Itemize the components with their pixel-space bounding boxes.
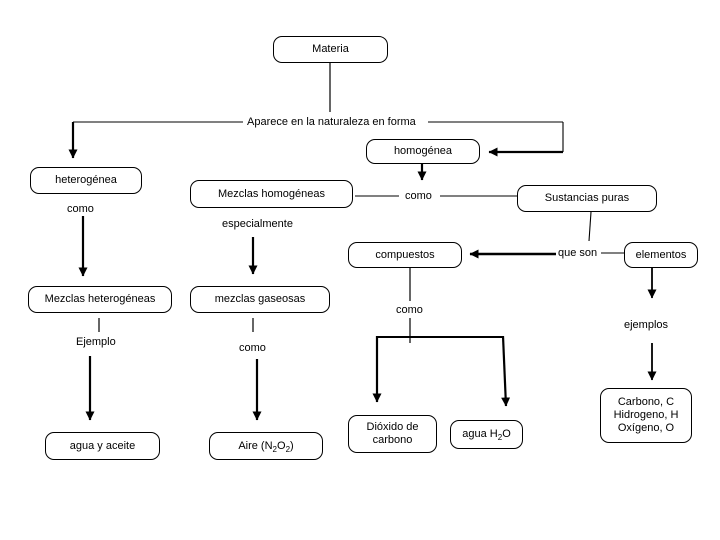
node-mezclas-gaseosas-label: mezclas gaseosas — [214, 293, 306, 305]
node-homogenea: homogénea — [366, 139, 480, 164]
node-mezclas-homogeneas: Mezclas homogéneas — [190, 180, 353, 208]
node-mezclas-gaseosas: mezclas gaseosas — [190, 286, 330, 313]
node-agua-y-aceite: agua y aceite — [45, 432, 160, 460]
edge-label-como-heterogenea: como — [67, 203, 94, 215]
node-mezclas-homogeneas-label: Mezclas homogéneas — [217, 187, 325, 200]
edge-bracket-to-agua-h2o — [501, 335, 511, 407]
edge-label-como-compuestos: como — [396, 304, 423, 316]
node-heterogenea: heterogénea — [30, 167, 142, 194]
node-compuestos: compuestos — [348, 242, 462, 268]
node-homogenea-label: homogénea — [393, 145, 453, 157]
edge-sustancias-to-queson — [588, 211, 592, 242]
node-agua-h2o-label: agua H2O — [462, 428, 511, 443]
node-materia-label: Materia — [312, 43, 349, 55]
node-dioxido-de-carbono-label: Dióxido de carbono — [366, 421, 419, 446]
node-aire-label: Aire (N2O2) — [238, 439, 294, 454]
edge-label-ejemplo: Ejemplo — [76, 336, 116, 348]
node-heterogenea-label: heterogénea — [55, 174, 117, 186]
edge-label-como-homogenea: como — [405, 190, 432, 202]
node-elementos: elementos — [624, 242, 698, 268]
node-sustancias-puras: Sustancias puras — [517, 185, 657, 212]
node-ejemplos-de-elementos-label: Carbono, C Hidrogeno, H Oxígeno, O — [613, 396, 679, 434]
node-mezclas-heterogeneas-label: Mezclas heterogéneas — [44, 293, 156, 305]
edge-label-que-son: que son — [558, 247, 598, 259]
node-agua-h2o: agua H2O — [450, 420, 523, 449]
node-mezclas-heterogeneas: Mezclas heterogéneas — [28, 286, 172, 313]
node-elementos-label: elementos — [635, 248, 687, 261]
node-sustancias-puras-label: Sustancias puras — [544, 192, 630, 204]
node-aire: Aire (N2O2) — [209, 432, 323, 460]
edge-label-ejemplos: ejemplos — [624, 319, 669, 331]
node-agua-y-aceite-label: agua y aceite — [69, 439, 136, 452]
edge-label-aparece: Aparece en la naturaleza en forma — [247, 116, 416, 128]
node-materia: Materia — [273, 36, 388, 63]
node-dioxido-de-carbono: Dióxido de carbono — [348, 415, 437, 453]
node-ejemplos-de-elementos: Carbono, C Hidrogeno, H Oxígeno, O — [600, 388, 692, 443]
edge-label-como-gaseosas: como — [239, 342, 266, 354]
edge-label-especialmente: especialmente — [222, 218, 293, 230]
node-compuestos-label: compuestos — [375, 248, 435, 261]
